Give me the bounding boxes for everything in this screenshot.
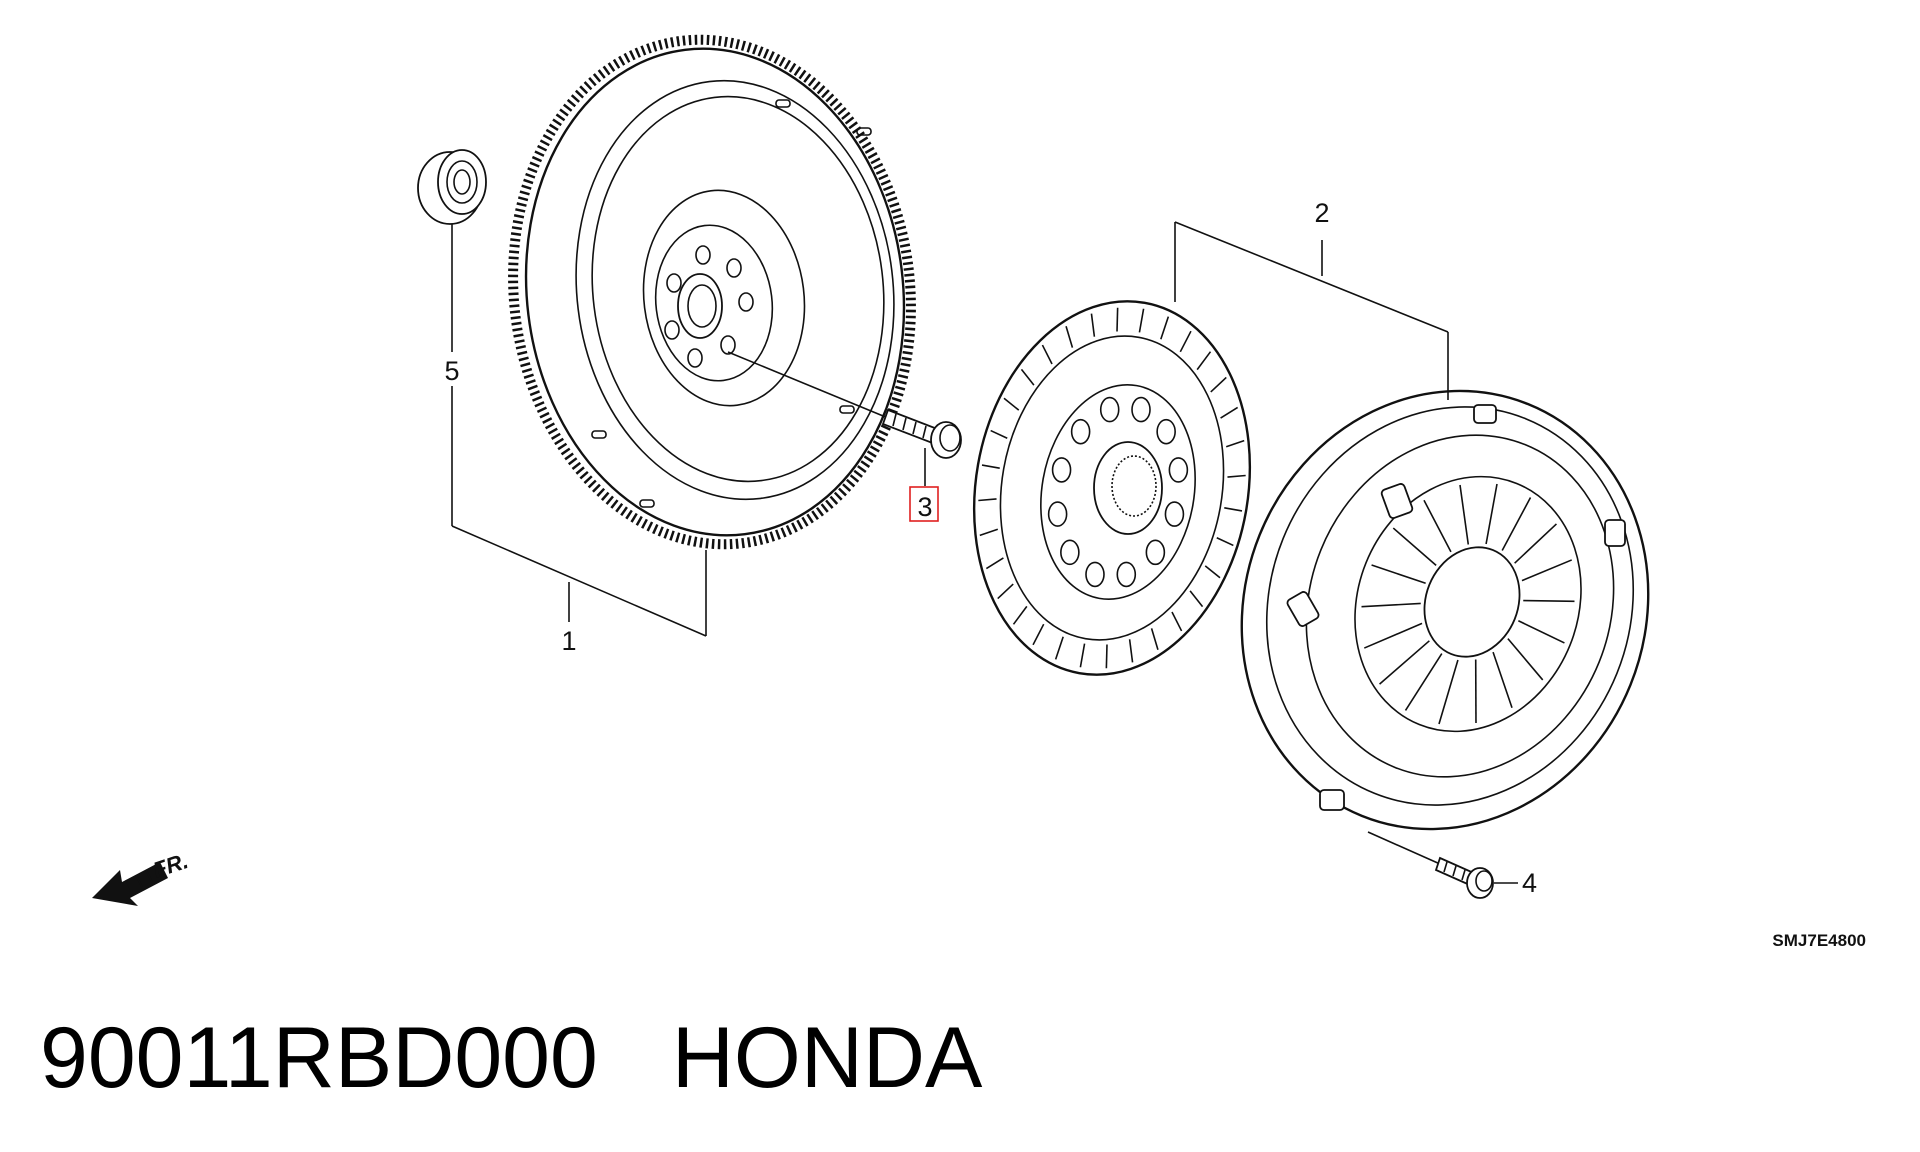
flywheel-hub-outer [642,189,806,407]
clutch-cover-diaphragm-fingers [1361,483,1575,725]
clutch-cover-body [1305,434,1615,778]
flywheel-face [575,79,895,501]
clutch-cover-rim [1265,406,1635,806]
flywheel-hub-inner [654,224,774,382]
clutch-cover-flange [1240,389,1650,831]
clutch-disc-hub [1093,441,1163,535]
diagram-code: SMJ7E4800 [1772,931,1866,950]
clutch-cover [1240,389,1650,831]
flywheel-inner-ring [591,95,885,483]
callout-3: 3 [917,492,932,522]
clutch-disc-friction-inner [999,335,1225,641]
callout-3-highlight-box [909,486,939,522]
clutch-disc-slots [978,307,1246,669]
clutch-disc-damper-springs [1047,396,1189,588]
clutch-disc [972,300,1252,676]
flywheel [508,34,916,550]
flywheel-outer-rim [524,47,906,537]
flywheel-bolt-holes [664,245,754,368]
callout-1: 1 [561,626,576,656]
callout-4: 4 [1522,868,1537,898]
part-number: 90011RBD000 [40,1010,598,1106]
clutch-disc-hub-plate [1040,384,1196,600]
clutch-cover-center [1423,546,1521,658]
brand-name: HONDA [671,1010,983,1106]
front-label: FR. [150,848,191,883]
front-arrow-icon [92,862,168,906]
clutch-cover-mounting-tabs [1286,404,1626,811]
clutch-cover-diaphragm [1354,475,1582,733]
pilot-bearing [417,149,487,225]
front-direction-arrow: FR. [92,848,191,906]
cover-bolt [1367,831,1494,899]
clutch-disc-spline [1111,455,1157,517]
callout-2: 2 [1314,198,1329,228]
callout-5: 5 [444,356,459,386]
flywheel-center-bore-inner [687,284,717,328]
flywheel-dowel-pins [591,99,872,508]
leader-lines [451,221,1518,884]
clutch-disc-outer [972,300,1252,676]
flywheel-bolt [727,351,962,459]
